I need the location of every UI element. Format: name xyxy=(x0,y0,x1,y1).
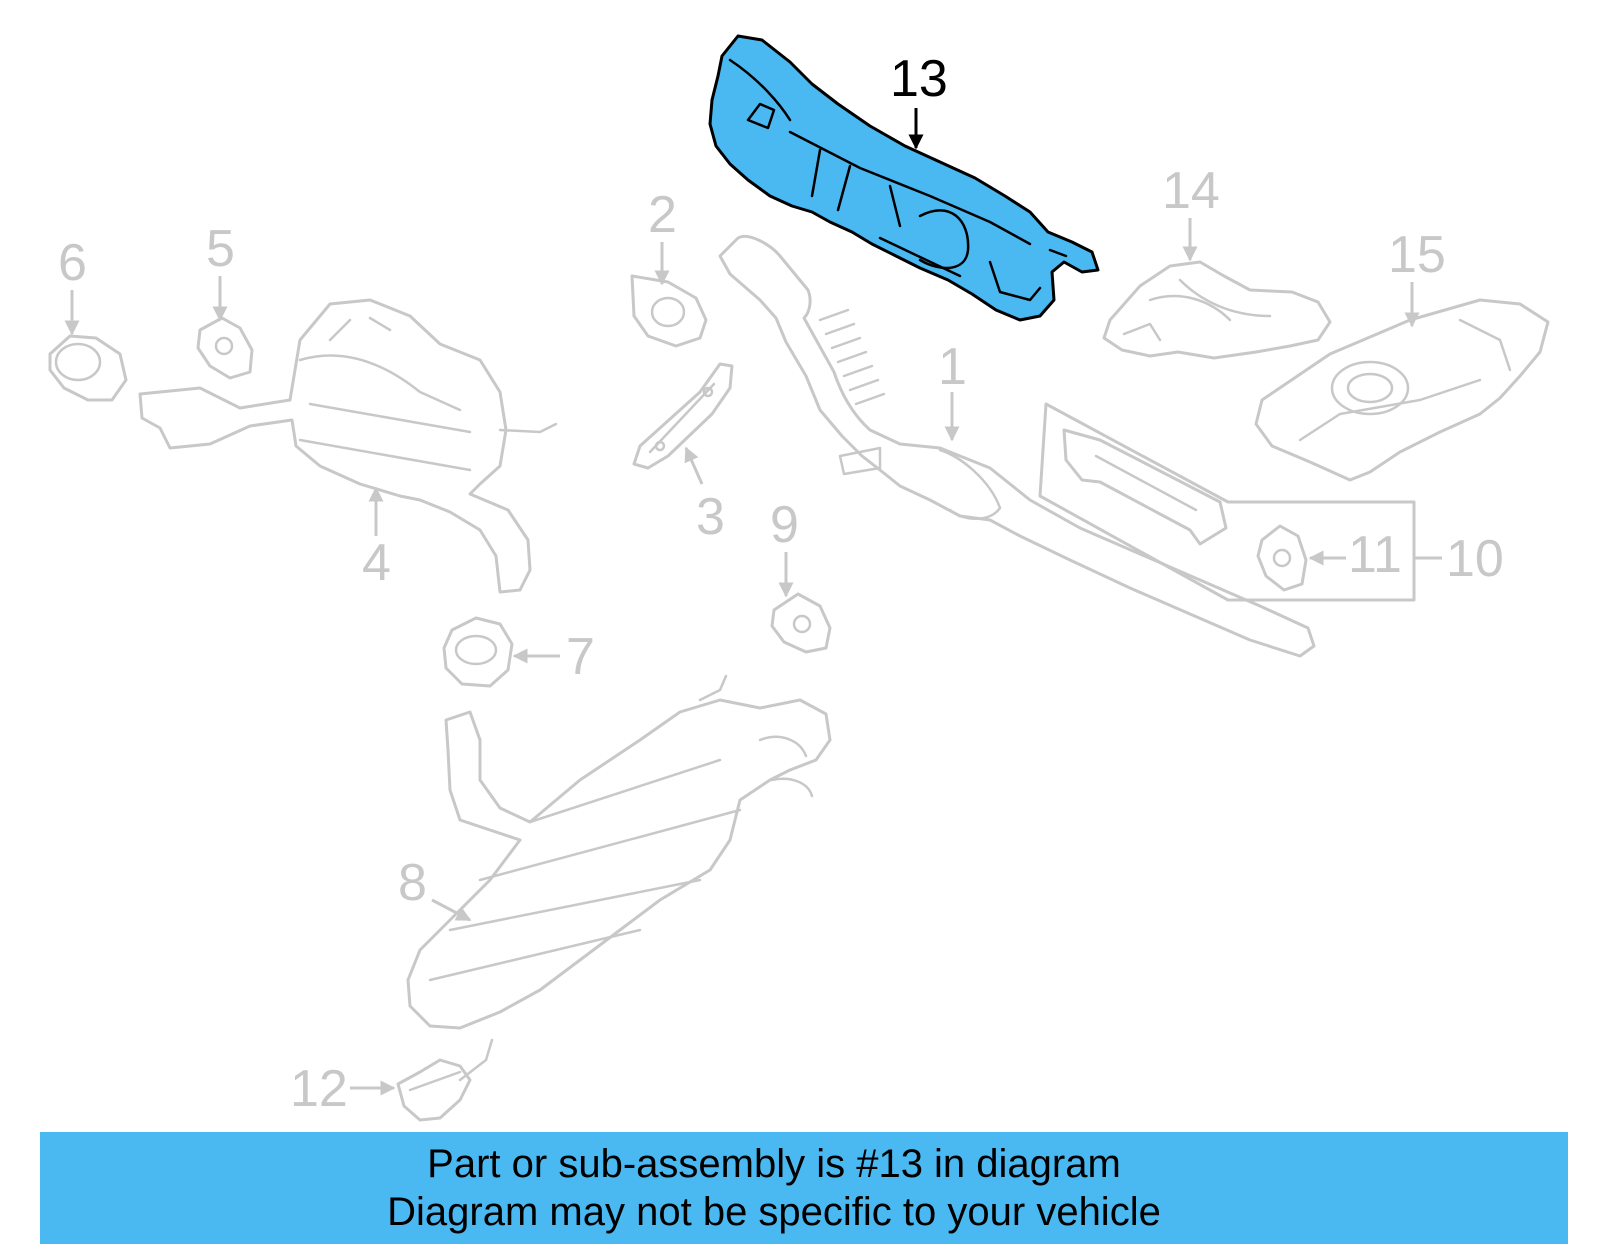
part-6-clamp[interactable] xyxy=(48,334,128,402)
callout-9-label: 9 xyxy=(770,496,799,554)
callout-1[interactable]: 1 xyxy=(938,338,967,442)
caption-line-2: Diagram may not be specific to your vehi… xyxy=(387,1190,1161,1234)
caption-banner: Part or sub-assembly is #13 in diagram D… xyxy=(40,1132,1568,1244)
callout-11[interactable]: 11 xyxy=(1308,526,1402,584)
callout-8[interactable]: 8 xyxy=(398,854,472,922)
part-4-center-muffler[interactable] xyxy=(138,298,558,594)
callout-1-label: 1 xyxy=(938,338,967,396)
callout-15-label: 15 xyxy=(1388,226,1446,284)
part-10-bracket-box[interactable] xyxy=(1038,402,1416,602)
part-5-hanger[interactable] xyxy=(196,316,254,380)
caption-line-1: Part or sub-assembly is #13 in diagram xyxy=(427,1142,1121,1186)
callout-4[interactable]: 4 xyxy=(362,486,391,592)
part-2-gasket[interactable] xyxy=(630,274,708,348)
callout-15[interactable]: 15 xyxy=(1388,226,1446,328)
callout-5[interactable]: 5 xyxy=(206,220,235,322)
part-9-hanger[interactable] xyxy=(770,592,832,654)
callout-5-label: 5 xyxy=(206,220,235,278)
callout-10-label: 10 xyxy=(1446,530,1504,588)
callout-8-label: 8 xyxy=(398,854,427,912)
callout-6[interactable]: 6 xyxy=(58,234,87,336)
part-1-front-pipe[interactable] xyxy=(718,235,1316,658)
part-15-underbody-shield[interactable] xyxy=(1254,298,1550,482)
part-13-heat-shield[interactable] xyxy=(708,34,1100,322)
part-7-clamp[interactable] xyxy=(442,616,514,688)
callout-14[interactable]: 14 xyxy=(1162,162,1220,262)
callout-10[interactable]: 10 xyxy=(1414,530,1504,588)
callout-3-label: 3 xyxy=(696,488,725,546)
part-3-bracket[interactable] xyxy=(632,362,734,470)
callout-11-label: 11 xyxy=(1348,526,1402,584)
callout-6-label: 6 xyxy=(58,234,87,292)
callout-13[interactable]: 13 xyxy=(890,50,948,150)
callout-13-label: 13 xyxy=(890,50,948,108)
part-11-hanger[interactable] xyxy=(1256,524,1308,592)
callout-9[interactable]: 9 xyxy=(770,496,799,598)
part-14-manifold-shield[interactable] xyxy=(1102,260,1332,360)
callout-12[interactable]: 12 xyxy=(290,1060,396,1118)
callout-3[interactable]: 3 xyxy=(684,446,725,546)
callout-12-label: 12 xyxy=(290,1060,348,1118)
part-12-bracket[interactable] xyxy=(396,1038,494,1122)
callout-7-label: 7 xyxy=(566,628,595,686)
callout-14-label: 14 xyxy=(1162,162,1220,220)
callout-7[interactable]: 7 xyxy=(512,628,595,686)
callout-2-label: 2 xyxy=(648,186,677,244)
callout-2[interactable]: 2 xyxy=(648,186,677,286)
part-8-rear-muffler[interactable] xyxy=(406,674,832,1030)
callout-4-label: 4 xyxy=(362,534,391,592)
